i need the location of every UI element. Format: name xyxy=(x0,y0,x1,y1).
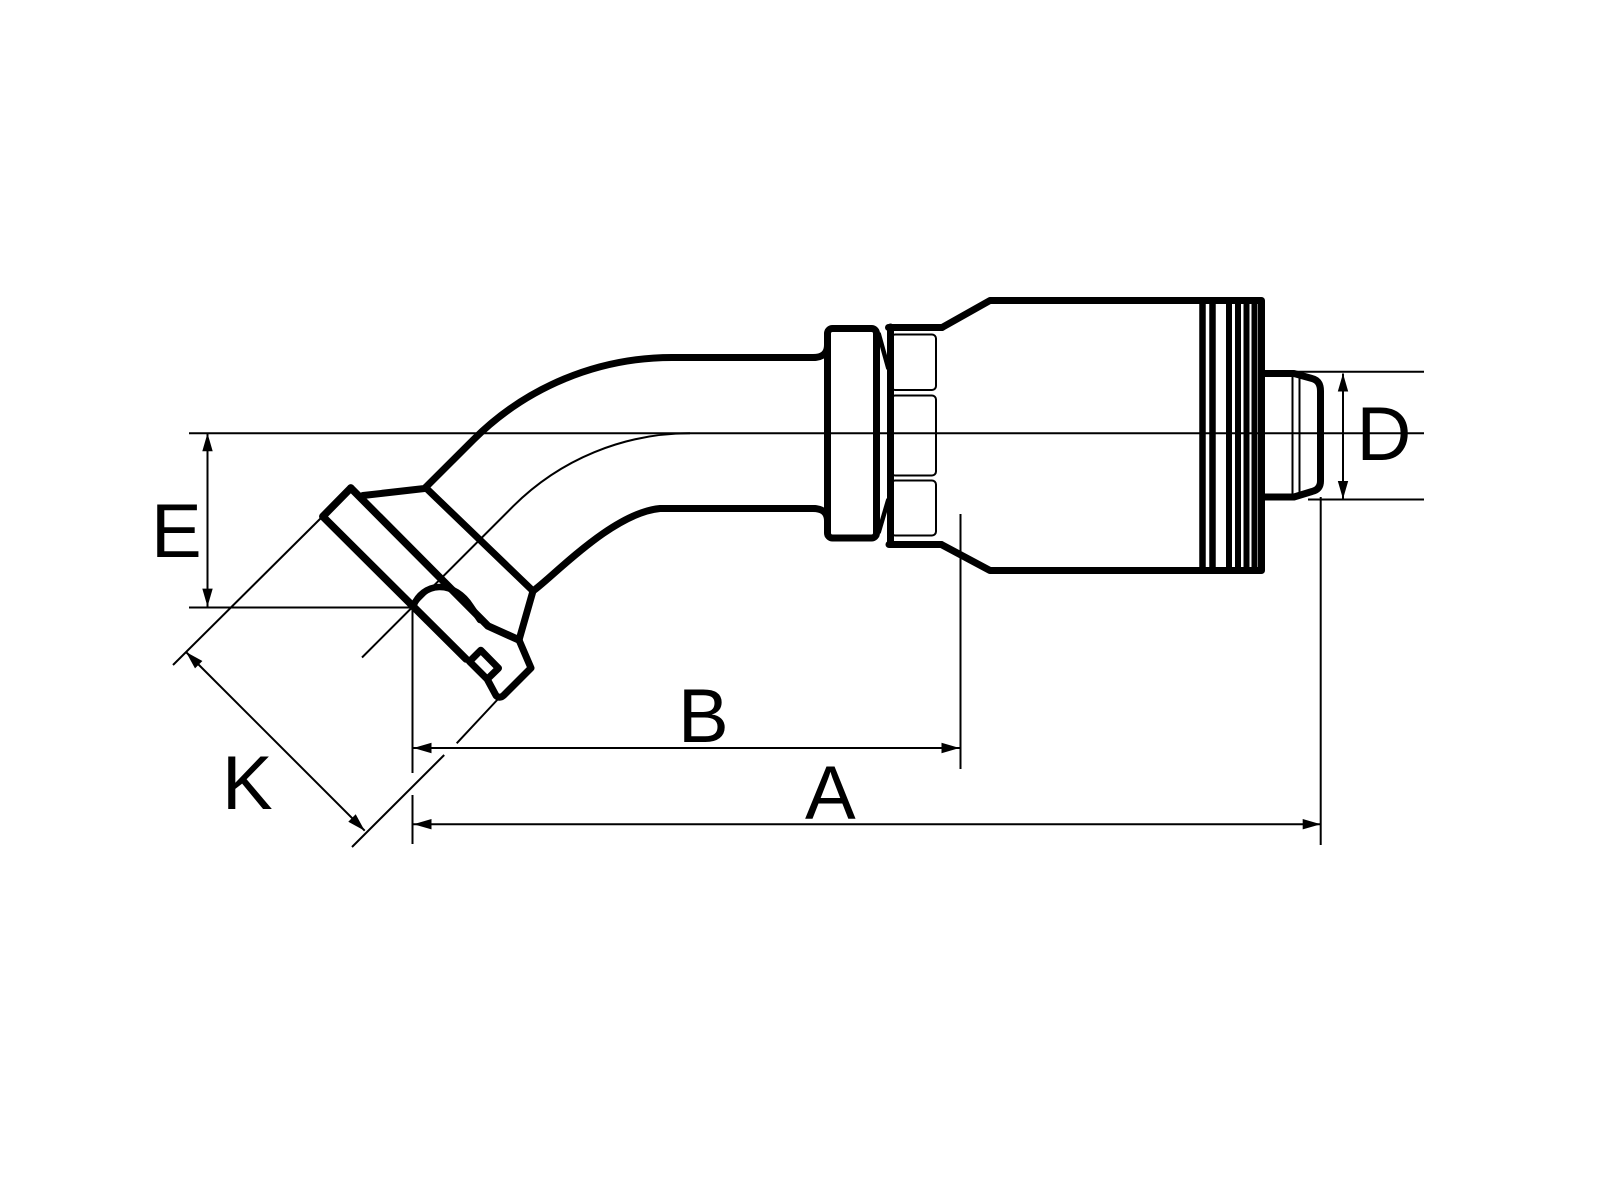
svg-text:K: K xyxy=(222,741,273,826)
svg-text:A: A xyxy=(805,751,856,836)
svg-text:E: E xyxy=(151,489,202,574)
svg-text:B: B xyxy=(678,674,729,759)
svg-text:D: D xyxy=(1357,392,1412,477)
